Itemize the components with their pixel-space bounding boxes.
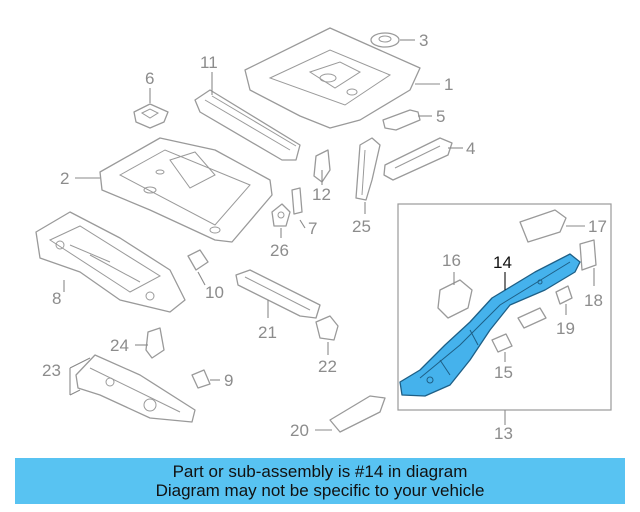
part-23-rear-assembly [75,354,196,423]
part-25-pillar [355,137,381,201]
callout-20: 20 [290,421,309,440]
callout-12: 12 [312,185,331,204]
callout-13: 13 [494,424,513,443]
callout-19: 19 [556,319,575,338]
part-19-bracket [555,285,573,305]
callout-18: 18 [584,291,603,310]
callout-1: 1 [444,75,453,94]
callout-2: 2 [60,169,69,188]
banner-line-1: Part or sub-assembly is #14 in diagram [172,462,468,481]
callout-4: 4 [466,139,475,158]
part-7-clip [291,187,303,215]
callout-8: 8 [52,289,61,308]
part-small-bracket [517,307,547,329]
part-3-plug [370,32,400,48]
part-20-extension [329,395,386,433]
callout-25: 25 [352,217,371,236]
part-2-floor-pan [99,137,273,243]
part-1-rear-floor-pan [244,27,421,129]
callout-21: 21 [258,323,277,342]
part-22-bracket [315,315,339,341]
part-14-side-member-highlighted [399,253,581,397]
callout-5: 5 [436,107,445,126]
callout-22: 22 [318,357,337,376]
callout-labels: 1 2 3 4 5 6 7 8 9 10 11 12 13 14 15 16 1… [42,31,607,443]
part-10-bracket [187,249,209,271]
part-5-bracket [382,109,421,131]
part-24-bracket [145,327,165,359]
callout-17: 17 [588,217,607,236]
part-26-bracket [271,203,291,227]
part-18-plate [579,239,597,271]
part-8-crossmember-assembly [35,211,186,313]
callout-16: 16 [442,251,461,270]
callout-10: 10 [205,283,224,302]
callout-6: 6 [145,69,154,88]
callout-7: 7 [308,219,317,238]
parts-diagram: 1 2 3 4 5 6 7 8 9 10 11 12 13 14 15 16 1… [35,27,612,443]
part-17-reinforcement [519,209,567,243]
callout-24: 24 [110,336,129,355]
part-15-bracket [491,333,513,353]
info-banner: Part or sub-assembly is #14 in diagram D… [15,458,625,504]
callout-3: 3 [419,31,428,50]
part-12-bracket [313,149,331,183]
part-11-crossmember [194,89,301,161]
callout-23: 23 [42,361,61,380]
callout-15: 15 [494,363,513,382]
callout-26: 26 [270,241,289,260]
callout-11: 11 [200,53,218,72]
callout-9: 9 [224,371,233,390]
part-4-reinforcement [383,137,453,181]
callout-14: 14 [493,253,512,272]
leader-lines [63,39,595,431]
part-21-reinforcement [235,269,321,319]
banner-line-2: Diagram may not be specific to your vehi… [155,481,485,500]
part-16-bracket [437,279,473,319]
part-9-bracket [191,369,211,389]
part-6-plug [133,103,169,129]
